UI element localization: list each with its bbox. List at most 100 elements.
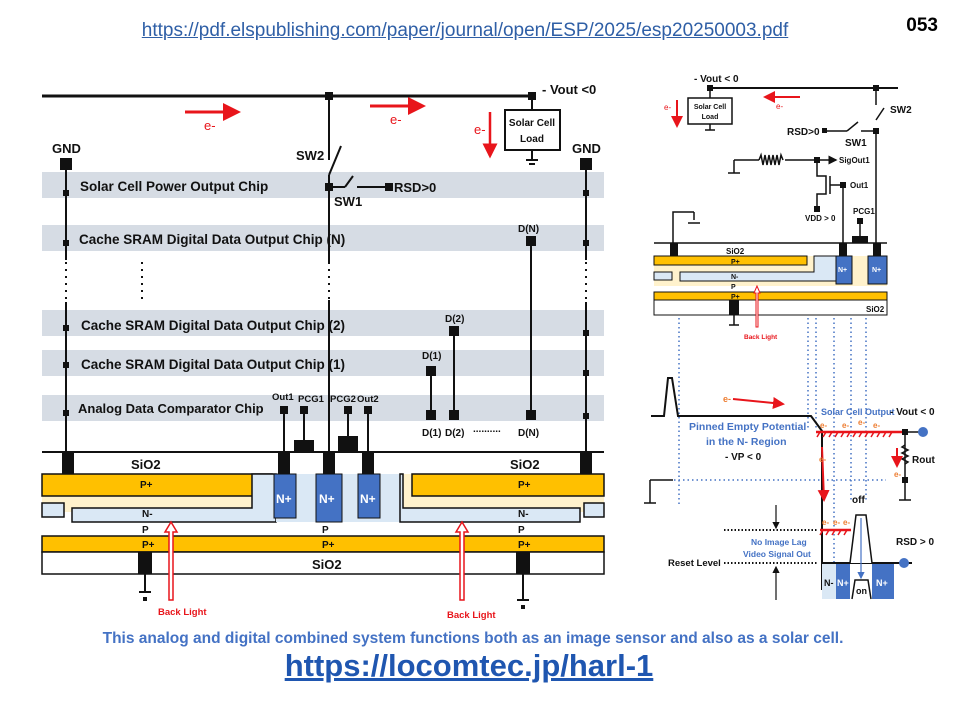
sw2-switch[interactable] bbox=[328, 145, 342, 176]
nplus-band bbox=[872, 564, 894, 599]
dn-top-label: D(N) bbox=[518, 224, 539, 235]
no-lag-label-2: Video Signal Out bbox=[743, 549, 811, 559]
chip-band-solar bbox=[42, 172, 604, 198]
off-label: off bbox=[852, 495, 865, 506]
pplus-label: P+ bbox=[731, 259, 740, 266]
pplus-label: P+ bbox=[322, 540, 335, 551]
electron-label: e- bbox=[842, 421, 849, 430]
p-label: P bbox=[731, 284, 736, 291]
back-light-arrow bbox=[753, 284, 761, 328]
pcg1-gate bbox=[294, 440, 314, 451]
electron-label: e- bbox=[819, 455, 826, 464]
nplus-label: N+ bbox=[276, 492, 292, 506]
d2-top-label: D(2) bbox=[445, 314, 464, 325]
terminal-node bbox=[899, 558, 909, 568]
electron-label: e- bbox=[664, 103, 671, 112]
gnd-right-pad bbox=[580, 158, 592, 170]
side-sw1-label: SW1 bbox=[845, 138, 867, 149]
load-label-2: Load bbox=[520, 134, 544, 145]
side-load-label-2: Load bbox=[702, 114, 719, 121]
side-rsd-label: RSD>0 bbox=[787, 127, 820, 138]
electron-label: e- bbox=[390, 112, 402, 127]
p-label: P bbox=[142, 525, 149, 536]
solar-cell-load-box bbox=[504, 109, 561, 151]
sw1-switch[interactable] bbox=[344, 175, 354, 188]
nplus-region bbox=[315, 473, 343, 523]
nplus-band bbox=[836, 564, 850, 599]
chip-label-sram-1: Cache SRAM Digital Data Output Chip (1) bbox=[81, 357, 345, 372]
electron-label: e- bbox=[776, 102, 783, 111]
side-circuit: - Vout < 0 Solar Cell Load e- e- SW2 RSD… bbox=[653, 74, 912, 341]
nminus-label: N- bbox=[142, 509, 153, 520]
transistor-icon bbox=[816, 163, 827, 208]
p-label: P bbox=[518, 525, 525, 536]
chip-band-sram-2 bbox=[42, 310, 604, 336]
out2-label: Out2 bbox=[357, 394, 379, 405]
no-lag-label-1: No Image Lag bbox=[751, 537, 807, 547]
rsd-label: RSD>0 bbox=[394, 180, 436, 195]
side-out1-label: Out1 bbox=[850, 181, 869, 190]
hatched-level bbox=[816, 431, 893, 438]
reset-level-label: Reset Level bbox=[668, 558, 721, 569]
pplus-layer-right bbox=[411, 473, 605, 497]
chip-bands bbox=[42, 172, 604, 421]
gnd-left-label: GND bbox=[52, 141, 81, 156]
back-light-arrow bbox=[163, 520, 179, 601]
vout-label: - Vout <0 bbox=[542, 82, 596, 97]
locomtec-link[interactable]: https://locomtec.jp/harl-1 bbox=[284, 648, 654, 683]
vp-label: - VP < 0 bbox=[725, 452, 762, 463]
on-label: on bbox=[856, 586, 867, 596]
source-url-link[interactable]: https://pdf.elspublishing.com/paper/jour… bbox=[141, 20, 789, 41]
pplus-label: P+ bbox=[518, 480, 531, 491]
out1-label: Out1 bbox=[272, 392, 294, 403]
side-pcg1-label: PCG1 bbox=[853, 207, 875, 216]
back-light-label: Back Light bbox=[744, 334, 778, 341]
nminus-band bbox=[822, 564, 836, 599]
electron-label: e- bbox=[843, 518, 850, 527]
electron-label: e- bbox=[723, 394, 731, 404]
electron-label: e- bbox=[474, 122, 486, 137]
chip-label-comparator: Analog Data Comparator Chip bbox=[78, 401, 264, 416]
nminus-label: N- bbox=[518, 509, 529, 520]
side-sw1-switch[interactable] bbox=[846, 121, 859, 132]
pcg1-label: PCG1 bbox=[298, 394, 325, 405]
p-label: P bbox=[322, 525, 329, 536]
dn-bottom-label: D(N) bbox=[518, 428, 539, 439]
nplus-label: N+ bbox=[838, 267, 847, 274]
electron-arrow-right bbox=[732, 397, 785, 409]
electron-label: e- bbox=[833, 518, 840, 527]
pplus-label: P+ bbox=[142, 540, 155, 551]
solar-cell-output-label: Solar Cell Output bbox=[821, 407, 895, 417]
pplus-label: P+ bbox=[140, 480, 153, 491]
pinned-label-2: in the N- Region bbox=[706, 436, 787, 448]
nminus-label: N- bbox=[731, 274, 739, 281]
electron-label: e- bbox=[204, 118, 216, 133]
chip-label-sram-n: Cache SRAM Digital Data Output Chip (N) bbox=[79, 232, 345, 247]
chip-label-solar: Solar Cell Power Output Chip bbox=[80, 179, 268, 194]
electron-label: e- bbox=[820, 421, 827, 430]
pplus-label: P+ bbox=[731, 294, 740, 301]
caption-text: This analog and digital combined system … bbox=[102, 630, 844, 647]
sio2-label: SiO2 bbox=[510, 457, 540, 472]
pplus-layer-left bbox=[41, 473, 273, 497]
pplus-label: P+ bbox=[518, 540, 531, 551]
side-load-box bbox=[687, 97, 733, 125]
side-sw2-switch[interactable] bbox=[875, 107, 885, 121]
load-label-1: Solar Cell bbox=[509, 118, 555, 129]
nplus-label: N+ bbox=[837, 578, 849, 588]
sio2-label: SiO2 bbox=[866, 305, 885, 314]
potential-curve bbox=[651, 377, 823, 590]
nplus-label: N+ bbox=[876, 578, 888, 588]
d1-bottom-label: D(1) bbox=[422, 428, 441, 439]
sio2-label: SiO2 bbox=[312, 557, 342, 572]
chip-band-comparator bbox=[42, 395, 604, 421]
continuation-dots: .......... bbox=[473, 424, 501, 435]
chip-band-sram-1 bbox=[42, 350, 604, 376]
pcg2-gate bbox=[338, 436, 358, 451]
page-number: 053 bbox=[906, 15, 938, 36]
d1-top-label: D(1) bbox=[422, 351, 441, 362]
pcg2-label: PCG2 bbox=[330, 394, 356, 405]
back-light-arrow bbox=[454, 520, 470, 601]
gnd-right-label: GND bbox=[572, 141, 601, 156]
side-sw2-label: SW2 bbox=[890, 105, 912, 116]
